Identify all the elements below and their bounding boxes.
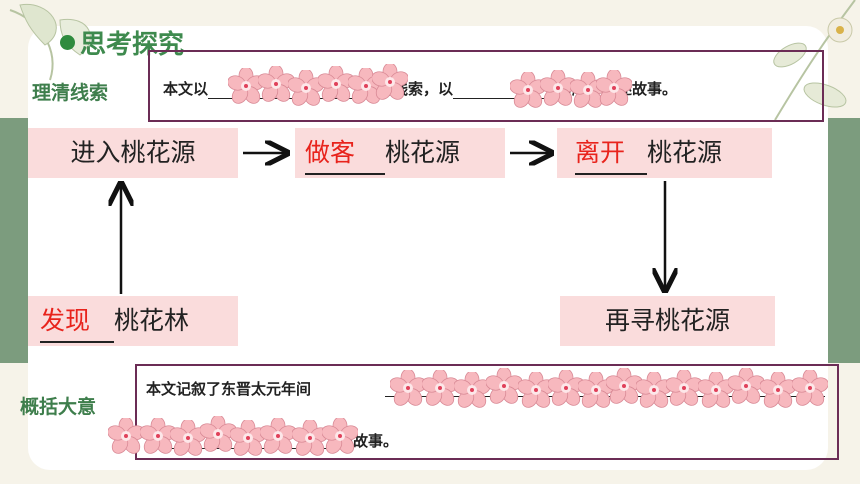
blossom-sticker-icon[interactable] xyxy=(728,368,764,404)
blossom-sticker-icon[interactable] xyxy=(108,418,144,454)
bullet-dot-icon xyxy=(60,35,75,50)
node-leave: 离开桃花源 xyxy=(557,128,772,178)
blossom-sticker-icon[interactable] xyxy=(666,370,702,406)
node-enter: 进入桃花源 xyxy=(28,128,238,178)
section-heading-text: 思考探究 xyxy=(80,30,185,60)
blossom-sticker-icon[interactable] xyxy=(422,370,458,406)
clue-blank-2[interactable] xyxy=(453,98,558,99)
blossom-sticker-icon[interactable] xyxy=(760,372,796,408)
summary-line-1: 本文记叙了东晋太元年间 xyxy=(146,380,312,398)
blossom-sticker-icon[interactable] xyxy=(322,418,358,454)
node-leave-fill: 离开 xyxy=(575,133,647,175)
blossom-sticker-icon[interactable] xyxy=(390,370,426,406)
clue-sentence-start: 本文以 xyxy=(163,80,209,98)
clue-box xyxy=(148,50,824,122)
node-guest: 做客桃花源 xyxy=(295,128,505,178)
node-guest-fill: 做客 xyxy=(305,133,385,175)
node-guest-rest: 桃花源 xyxy=(385,138,461,167)
node-find: 发现桃花林 xyxy=(28,296,238,346)
clue-label: 理清线索 xyxy=(32,82,109,104)
summary-box xyxy=(135,364,839,460)
node-find-rest: 桃花林 xyxy=(114,306,190,335)
blossom-sticker-icon[interactable] xyxy=(486,368,522,404)
blossom-sticker-icon[interactable] xyxy=(454,372,490,408)
blossom-sticker-icon[interactable] xyxy=(792,370,828,406)
section-heading: 思考探究 xyxy=(60,24,184,61)
blossom-sticker-icon[interactable] xyxy=(372,64,408,100)
blossom-sticker-icon[interactable] xyxy=(596,70,632,106)
flower-branch-decoration-icon xyxy=(773,0,856,121)
blossom-sticker-icon[interactable] xyxy=(260,418,296,454)
leaf-decoration-icon xyxy=(9,4,91,81)
node-leave-rest: 桃花源 xyxy=(647,138,723,167)
summary-label: 概括大意 xyxy=(20,396,97,418)
node-find-fill: 发现 xyxy=(40,301,114,343)
node-seek: 再寻桃花源 xyxy=(560,296,775,346)
